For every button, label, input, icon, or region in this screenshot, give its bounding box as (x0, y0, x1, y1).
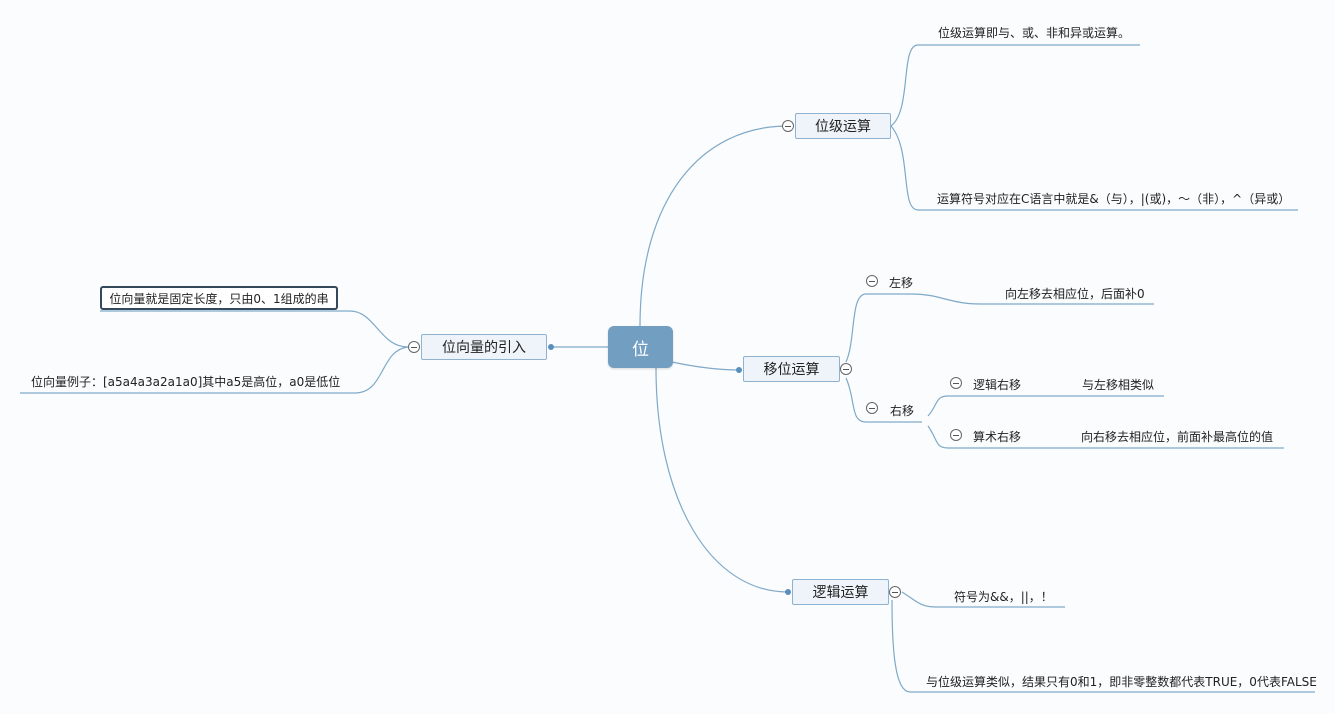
link-root-shift-ops (671, 361, 741, 371)
collapse-minus-icon[interactable] (782, 120, 794, 132)
collapse-minus-icon[interactable] (840, 363, 852, 375)
arithmetic-right-label[interactable]: 算术右移 (973, 430, 1022, 444)
left-shift-leaf: 向左移去相应位，后面补0 (1005, 287, 1145, 301)
bit-ops-leaf-2: 运算符号对应在C语言中就是&（与），|(或)，～（非），^（异或） (937, 192, 1291, 206)
link-root-bit-ops (639, 125, 789, 327)
topic-logic-ops-label: 逻辑运算 (812, 585, 869, 601)
link-shift-right (845, 377, 867, 423)
topic-shift-ops[interactable]: 移位运算 (743, 356, 840, 382)
arithmetic-right-leaf: 向右移去相应位，前面补最高位的值 (1081, 430, 1274, 444)
collapse-minus-icon[interactable] (889, 586, 901, 598)
link-logic-leaf-1 (901, 591, 936, 608)
collapse-minus-icon[interactable] (866, 275, 878, 287)
link-shift-left (845, 293, 867, 363)
connector-dot-shift-ops (736, 367, 742, 373)
link-bit-ops-leaf-2 (890, 125, 919, 211)
link-bit-vector-leaf-2 (354, 346, 409, 394)
root-topic-label: 位 (632, 339, 649, 360)
logic-ops-leaf-2: 与位级运算类似，结果只有0和1，即非零整数都代表TRUE，0代表FALSE (926, 675, 1317, 689)
logic-ops-leaf-1: 符号为&&，||，！ (954, 590, 1053, 604)
link-right-arithmetic (927, 425, 949, 449)
logical-right-leaf: 与左移相类似 (1082, 378, 1155, 392)
topic-bit-vector-label: 位向量的引入 (442, 340, 526, 356)
bit-vector-leaf-2: 位向量例子：[a5a4a3a2a1a0]其中a5是高位，a0是低位 (31, 375, 341, 389)
collapse-minus-icon[interactable] (408, 341, 420, 353)
connector-dot-logic-ops (785, 589, 791, 595)
logical-right-label[interactable]: 逻辑右移 (973, 378, 1022, 392)
collapse-minus-icon[interactable] (950, 429, 962, 441)
left-shift-label[interactable]: 左移 (889, 276, 914, 290)
collapse-minus-icon[interactable] (950, 377, 962, 389)
root-topic[interactable]: 位 (608, 326, 673, 368)
link-root-logic-ops (655, 367, 789, 593)
topic-logic-ops[interactable]: 逻辑运算 (792, 579, 889, 605)
link-bit-vector-leaf-1 (349, 310, 409, 348)
topic-bit-ops-label: 位级运算 (815, 119, 871, 135)
topic-bit-ops[interactable]: 位级运算 (795, 113, 891, 139)
bit-vector-leaf-1[interactable]: 位向量就是固定长度，只由0、1组成的串 (100, 286, 338, 310)
bit-ops-leaf-1: 位级运算即与、或、非和异或运算。 (938, 26, 1131, 40)
link-left-shift-leaf (911, 293, 981, 305)
link-bit-ops-leaf-1 (890, 44, 919, 127)
topic-bit-vector[interactable]: 位向量的引入 (421, 334, 547, 360)
connector-dot-bit-vector (548, 344, 554, 350)
topic-shift-ops-label: 移位运算 (763, 362, 820, 378)
link-right-logical (927, 395, 949, 417)
right-shift-label[interactable]: 右移 (890, 404, 915, 418)
link-logic-leaf-2 (891, 599, 911, 693)
collapse-minus-icon[interactable] (866, 402, 878, 414)
